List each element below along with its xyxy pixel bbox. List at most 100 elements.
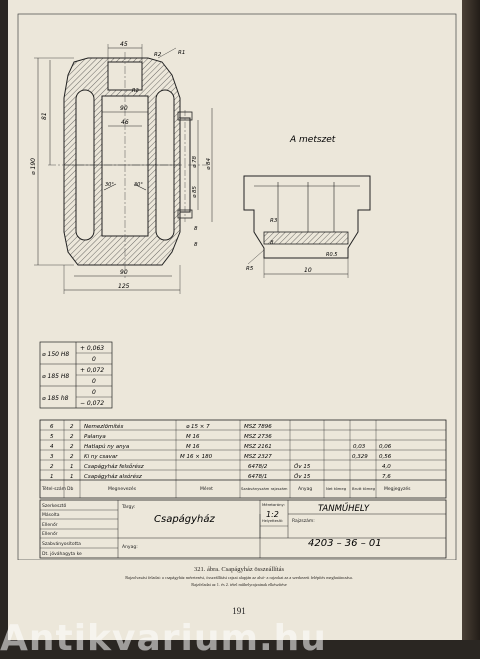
row-6-mat: Öv 15	[294, 473, 311, 480]
fit-upper-3: 0	[92, 389, 96, 396]
label-szabvanyositotta: Szabványosította	[42, 540, 81, 547]
row-4-no: 3	[50, 454, 54, 460]
figure-caption: 321. ábra. Csapágyház összeállítás	[193, 566, 285, 573]
header-net: Net tömeg	[326, 486, 347, 491]
book-page: 45 R2 R1 R2 90 46 81 ⌀ 190 ⌀ 84 ⌀ 78 ⌀ 8…	[8, 0, 470, 640]
row-5-no: 2	[50, 464, 54, 470]
fit-name-3: ⌀ 185 h8	[42, 395, 69, 402]
fit-name-2: ⌀ 185 H8	[42, 373, 69, 380]
label-ellenor-2: Ellenőr	[42, 531, 58, 537]
header-std: Szabványszám rajzszám	[241, 486, 288, 491]
label-meretarany: Méretarány:	[262, 502, 285, 507]
label-rajzszam: Rajzszám:	[292, 517, 315, 524]
task-description: Rajzolvasási feladat: a csapágyház méret…	[125, 575, 353, 580]
row-2-std: MSZ 2736	[244, 434, 272, 440]
row-1-qty: 2	[70, 424, 74, 430]
dim-30deg-b: 30°	[134, 182, 143, 188]
section-title: A metszet	[289, 135, 336, 145]
row-3-no: 4	[50, 444, 54, 450]
dim-bottom-90: 90	[120, 269, 128, 276]
label-helyettesito: Helyettesíti:	[262, 519, 283, 523]
row-2-size: M 16	[186, 434, 200, 440]
fit-lower-2: 0	[92, 378, 96, 385]
scale-value: 1:2	[266, 510, 279, 519]
row-2-no: 5	[50, 434, 54, 440]
row-6-qty: 1	[70, 474, 74, 480]
main-section-view: 45 R2 R1 R2 90 46 81 ⌀ 190 ⌀ 84 ⌀ 78 ⌀ 8…	[30, 41, 213, 294]
row-4-gross: 0,56	[379, 454, 392, 460]
fit-upper-2: + 0,072	[80, 367, 104, 374]
row-1-std: MSZ 7896	[244, 424, 272, 430]
drawing-number: 4203 – 36 – 01	[308, 538, 382, 549]
page-number: 191	[232, 606, 246, 616]
row-2-qty: 2	[70, 434, 74, 440]
dim-8b: 8	[194, 242, 198, 248]
dim-r2-inner: R2	[132, 88, 139, 94]
dim-r1: R1	[178, 50, 185, 56]
row-3-std: MSZ 2161	[244, 444, 272, 450]
row-6-no: 1	[50, 474, 54, 480]
section-dim-8: 8	[270, 240, 274, 246]
header-no: Tétel-szám	[41, 485, 66, 492]
row-5-std: 6478/2	[248, 464, 268, 470]
dim-30deg-a: 30°	[105, 182, 114, 188]
label-jovahagyta: Dt. jóváhagyta ke	[42, 550, 82, 557]
row-3-name: Hatlapú ny anya	[84, 443, 130, 450]
row-3-net: 0,03	[353, 444, 366, 450]
label-szerkeszto: Szerkesztő	[42, 503, 67, 509]
header-qty: Db	[67, 486, 73, 492]
row-1-name: Nemezlömítés	[84, 423, 123, 430]
section-r5: R5	[246, 266, 254, 272]
book-spine	[462, 0, 480, 640]
watermark: Antikvarium.hu	[0, 618, 327, 659]
section-hatch-band	[263, 231, 349, 245]
row-4-std: MSZ 2327	[244, 454, 272, 460]
header-note: Megjegyzés	[384, 485, 411, 492]
row-4-qty: 2	[70, 454, 74, 460]
section-dim-10: 10	[304, 267, 312, 274]
part-name: Csapágyház	[154, 513, 216, 525]
fit-name-1: ⌀ 150 H8	[42, 351, 69, 358]
label-ellenor-1: Ellenőr	[42, 522, 58, 528]
section-a-view: A metszet R5 R3 R0.5 8 10	[243, 135, 371, 278]
row-4-net: 0,329	[352, 454, 368, 460]
row-6-gross: 7,6	[382, 474, 391, 480]
row-4-size: M 16 × 180	[180, 454, 213, 460]
row-5-mat: Öv 15	[294, 463, 311, 470]
sheet-frame	[17, 13, 457, 560]
company-name: TANMŰHELY	[318, 503, 370, 514]
dim-phi84: ⌀ 84	[206, 157, 212, 170]
dim-46: 46	[121, 119, 129, 126]
header-name: Megnevezés	[108, 485, 137, 492]
dim-phi190: ⌀ 190	[30, 158, 37, 175]
drawing-task: Rajzfeladat az 1. és 2. tétel műhelyrajz…	[191, 582, 287, 587]
dim-8a: 8	[194, 226, 198, 232]
technical-drawing: 45 R2 R1 R2 90 46 81 ⌀ 190 ⌀ 84 ⌀ 78 ⌀ 8…	[17, 13, 457, 560]
header-gross: Brutt tömeg	[352, 486, 376, 491]
fit-lower-1: 0	[92, 356, 96, 363]
dim-top-45: 45	[120, 41, 128, 48]
section-r05: R0.5	[326, 252, 337, 258]
row-3-qty: 2	[70, 444, 74, 450]
label-anyag: Anyag:	[122, 544, 138, 550]
row-6-name: Csapágyház alsórész	[84, 473, 142, 480]
dim-90: 90	[120, 105, 128, 112]
row-5-qty: 1	[70, 464, 74, 470]
row-6-std: 6478/1	[248, 474, 267, 480]
dim-phi85: ⌀ 85	[192, 185, 198, 198]
dim-bottom-125: 125	[118, 283, 130, 290]
section-outline	[243, 175, 371, 259]
row-1-size: ⌀ 15 × 7	[186, 424, 210, 430]
fit-upper-1: + 0,063	[80, 345, 104, 352]
header-size: Méret	[200, 485, 213, 492]
dim-r2: R2	[154, 52, 162, 58]
row-4-name: Ki ny csavar	[84, 454, 118, 460]
header-mat: Anyag	[298, 486, 312, 492]
section-r3: R3	[270, 218, 278, 224]
row-5-name: Csapágyház felsőrész	[84, 463, 144, 470]
row-3-gross: 0,06	[379, 444, 392, 450]
title-block: Szerkesztő Másolta Ellenőr Ellenőr Szabv…	[39, 499, 447, 559]
row-1-no: 6	[50, 424, 54, 430]
row-3-size: M 16	[186, 444, 200, 450]
dim-81: 81	[41, 112, 48, 120]
